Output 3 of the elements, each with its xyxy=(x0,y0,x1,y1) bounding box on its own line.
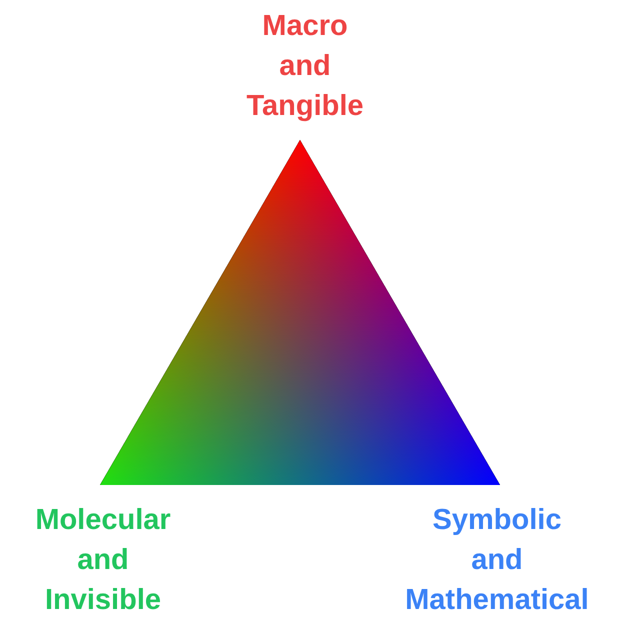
vertex-label: Symbolic and Mathematical xyxy=(405,503,589,618)
vertex-label: Macro and Tangible xyxy=(246,9,364,124)
vertex-label: Molecular and Invisible xyxy=(35,503,171,618)
